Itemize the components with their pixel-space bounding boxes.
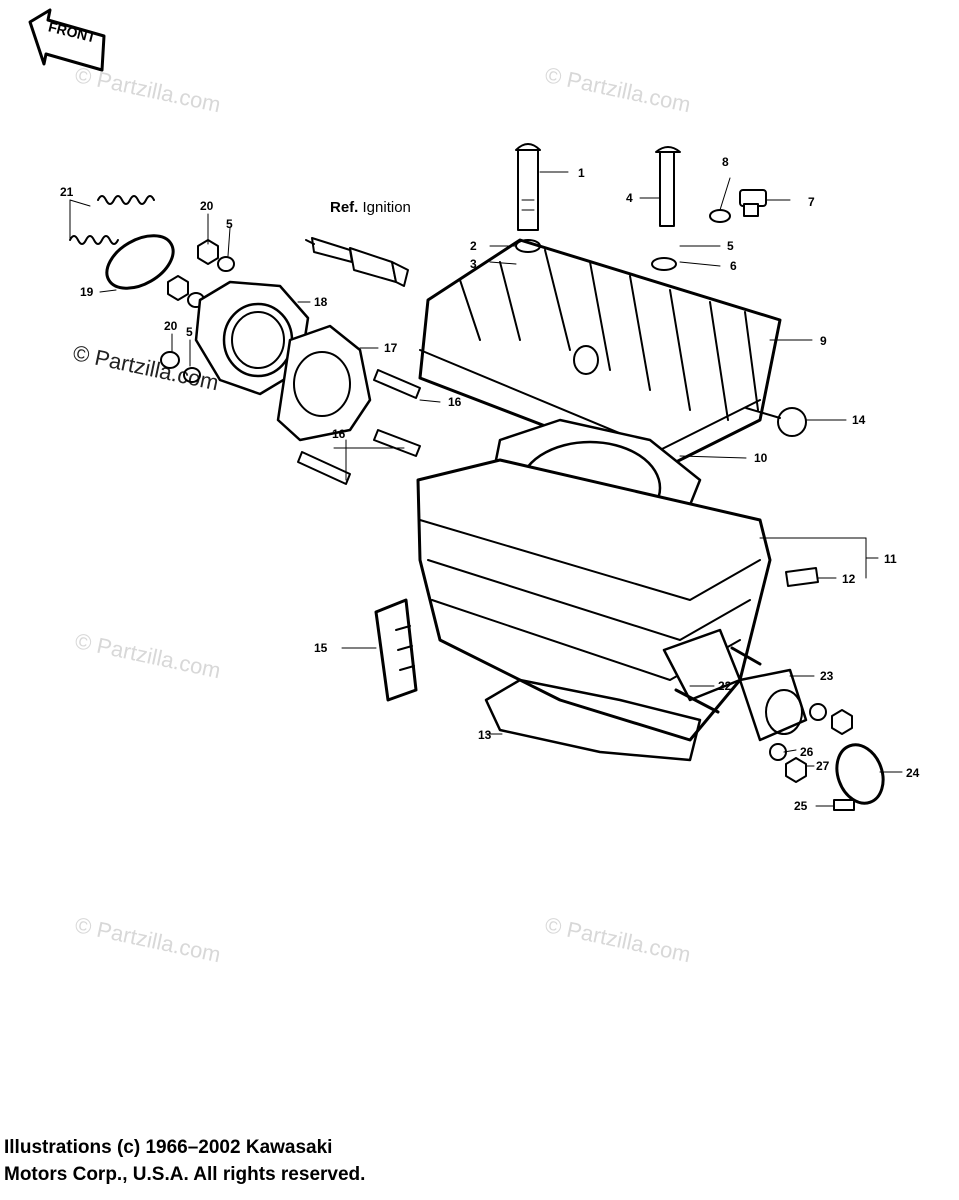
spark-plug	[305, 237, 409, 287]
nut-20-b	[160, 351, 180, 369]
callout-15: 15	[314, 641, 328, 655]
callout-19: 19	[80, 285, 94, 299]
leader-lines	[69, 171, 903, 807]
bolt-4	[655, 146, 681, 227]
ref-ignition-label: Ref. Ignition	[330, 199, 411, 216]
plug-14	[745, 407, 807, 437]
callout-18: 18	[314, 295, 328, 309]
pin-12	[785, 567, 819, 587]
callout-23: 23	[820, 669, 834, 683]
callout-2: 2	[470, 239, 477, 253]
washer-26b	[809, 703, 827, 721]
bolt-1	[515, 143, 541, 231]
callout-1: 1	[578, 166, 585, 180]
callout-4: 4	[626, 191, 633, 205]
clamp-24	[835, 743, 885, 805]
gasket-19	[105, 234, 175, 290]
callout-13: 13	[478, 728, 492, 742]
callout-22: 22	[718, 679, 732, 693]
spring-21	[69, 195, 155, 245]
callout-3: 3	[470, 257, 477, 271]
nut-20-lower	[167, 275, 189, 301]
washer-5	[217, 256, 235, 272]
gasket-17	[276, 324, 372, 442]
ref-label-normal: Ignition	[358, 199, 411, 216]
callout-17: 17	[384, 341, 398, 355]
callout-24: 24	[906, 766, 920, 780]
ref-label-bold: Ref.	[330, 199, 359, 216]
callout-5: 5	[727, 239, 734, 253]
callout-7: 7	[808, 195, 815, 209]
clamp-screw-25	[833, 799, 855, 811]
base-gasket-13	[484, 678, 702, 762]
callout-14: 14	[852, 413, 866, 427]
callout-9: 9	[820, 334, 827, 348]
stud-16	[297, 369, 421, 485]
callout-5c: 5	[186, 325, 193, 339]
washer-5-b	[183, 367, 201, 383]
nut-27b	[831, 709, 853, 735]
callout-27: 27	[816, 759, 830, 773]
copyright-notice: Illustrations (c) 1966–2002 Kawasaki Mot…	[4, 1134, 365, 1188]
callout-26: 26	[800, 745, 814, 759]
callout-10: 10	[754, 451, 768, 465]
nut-27	[785, 757, 807, 783]
callout-6: 6	[730, 259, 737, 273]
callout-20: 20	[200, 199, 214, 213]
callout-20b: 20	[164, 319, 178, 333]
plug-7	[739, 189, 767, 217]
copyright-line-1: Illustrations (c) 1966–2002 Kawasaki	[4, 1137, 333, 1158]
callout-8: 8	[722, 155, 729, 169]
callout-11: 11	[884, 552, 897, 566]
callout-25: 25	[794, 799, 808, 813]
callout-21: 21	[60, 185, 74, 199]
washer-8	[709, 209, 731, 223]
block-15	[374, 598, 418, 702]
callout-labels: 1 2 3 4 5 5 6 7 8 9 10 11 12 13 14 15 16…	[60, 155, 920, 813]
cylinder-11	[416, 458, 772, 742]
intake-manifold-23	[662, 628, 808, 742]
cylinder-head-9	[418, 238, 782, 472]
copyright-line-2: Motors Corp., U.S.A. All rights reserved…	[4, 1164, 366, 1185]
callout-12: 12	[842, 572, 856, 586]
callout-5b: 5	[226, 217, 233, 231]
callout-16b: 16	[332, 427, 346, 441]
callout-16: 16	[448, 395, 462, 409]
front-arrow-icon	[28, 8, 106, 72]
